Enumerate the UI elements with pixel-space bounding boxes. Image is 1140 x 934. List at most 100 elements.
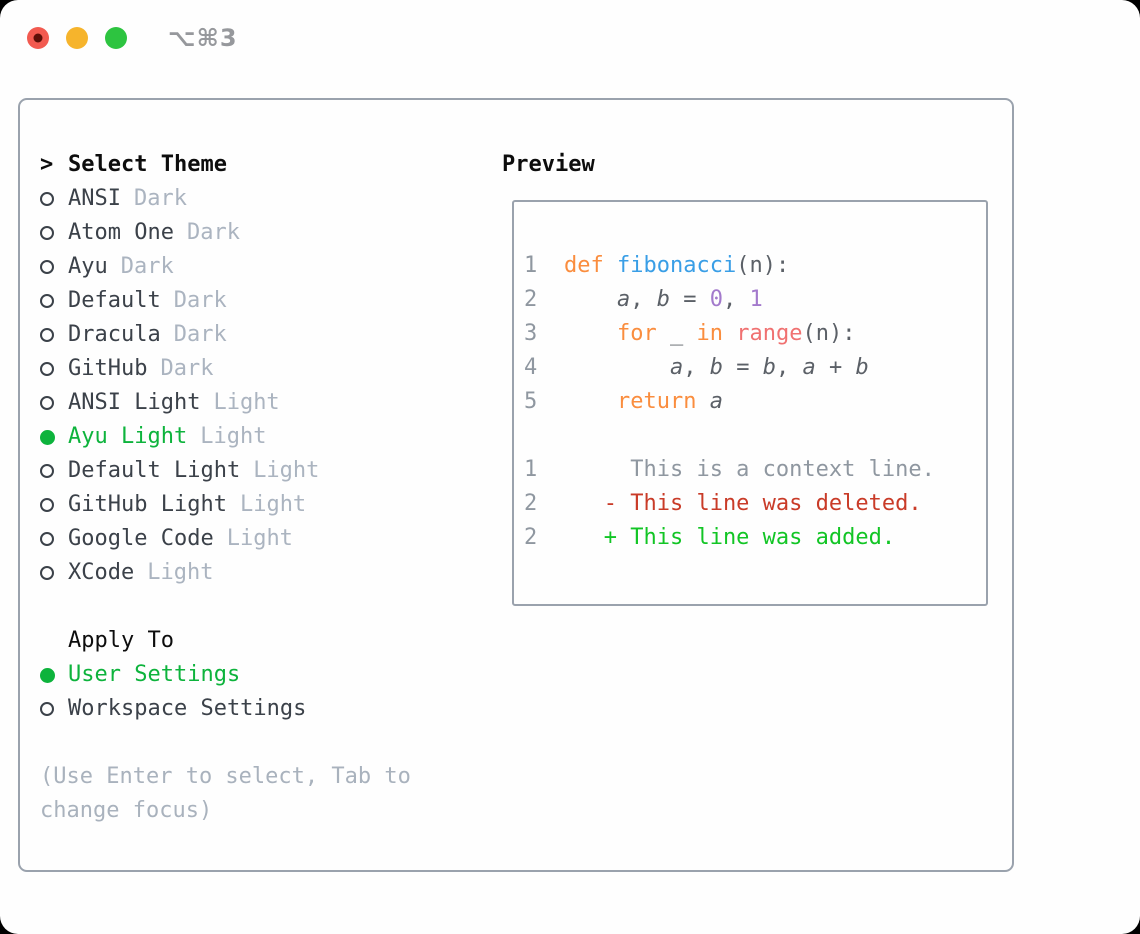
line-number: 5 (524, 389, 538, 414)
diff-preview: 1 This is a context line.2 - This line w… (524, 453, 986, 555)
theme-name: Ayu (68, 254, 108, 279)
theme-variant-tag: Light (226, 526, 293, 551)
theme-variant-tag: Light (213, 390, 280, 415)
line-text: - This line was deleted. (564, 491, 922, 516)
theme-variant-tag: Light (200, 424, 267, 449)
line-text: return a (616, 389, 723, 414)
radio-icon (40, 702, 54, 716)
theme-variant-tag: Dark (160, 356, 214, 381)
theme-option-default-light[interactable]: Default Light Light (40, 454, 502, 488)
theme-variant-tag: Dark (133, 186, 187, 211)
theme-name: Google Code (68, 526, 214, 551)
code-line: 4 a, b = b, a + b (524, 351, 986, 385)
theme-name: ANSI (68, 186, 121, 211)
theme-option-ayu-light[interactable]: Ayu Light Light (40, 420, 502, 454)
line-number: 4 (524, 355, 538, 380)
radio-icon (40, 566, 54, 580)
diff-line: 1 This is a context line. (524, 453, 986, 487)
apply-option-user-settings[interactable]: User Settings (40, 658, 502, 692)
code-line: 3 for _ in range(n): (524, 317, 986, 351)
theme-variant-tag: Light (253, 458, 320, 483)
code-line: 2 a, b = 0, 1 (524, 283, 986, 317)
radio-icon (40, 226, 54, 240)
radio-icon (40, 464, 54, 478)
theme-option-ansi[interactable]: ANSI Dark (40, 182, 502, 216)
line-text: This is a context line. (564, 457, 935, 482)
select-theme-header-row: > Select Theme (40, 148, 502, 182)
theme-option-github-light[interactable]: GitHub Light Light (40, 488, 502, 522)
radio-icon (40, 260, 54, 274)
theme-option-google-code[interactable]: Google Code Light (40, 522, 502, 556)
code-line: 1 def fibonacci(n): (524, 249, 986, 283)
line-text: for _ in range(n): (616, 321, 856, 346)
line-number: 2 (524, 287, 538, 312)
code-line: 5 return a (524, 385, 986, 419)
apply-option-label: User Settings (68, 662, 241, 687)
line-number: 1 (524, 457, 538, 482)
radio-icon (40, 532, 54, 546)
apply-option-workspace-settings[interactable]: Workspace Settings (40, 692, 502, 726)
close-window-icon[interactable] (27, 27, 49, 49)
line-number: 3 (524, 321, 538, 346)
radio-icon (40, 498, 54, 512)
minimize-window-icon[interactable] (66, 27, 88, 49)
prompt-icon: > (40, 152, 54, 177)
line-number: 1 (524, 253, 538, 278)
radio-icon (40, 396, 54, 410)
radio-icon (40, 362, 54, 376)
theme-option-default[interactable]: Default Dark (40, 284, 502, 318)
diff-line: 2 + This line was added. (524, 521, 986, 555)
theme-name: GitHub Light (68, 492, 227, 517)
theme-variant-tag: Dark (173, 322, 227, 347)
theme-name: Default (68, 288, 161, 313)
spacer (524, 419, 986, 453)
title-bar: ⌥⌘3 (0, 0, 1140, 98)
apply-option-label: Workspace Settings (68, 696, 307, 721)
theme-option-dracula[interactable]: Dracula Dark (40, 318, 502, 352)
hint-text: (Use Enter to select, Tab to change focu… (40, 764, 411, 823)
theme-option-ayu[interactable]: Ayu Dark (40, 250, 502, 284)
apply-to-header-row: Apply To (40, 624, 502, 658)
radio-icon (40, 294, 54, 308)
zoom-window-icon[interactable] (105, 27, 127, 49)
theme-name: XCode (68, 560, 135, 585)
theme-option-ansi-light[interactable]: ANSI Light Light (40, 386, 502, 420)
select-theme-header: Select Theme (68, 152, 227, 177)
line-text: + This line was added. (564, 525, 896, 550)
theme-name: GitHub (68, 356, 148, 381)
theme-variant-tag: Light (147, 560, 214, 585)
theme-option-github[interactable]: GitHub Dark (40, 352, 502, 386)
radio-icon (40, 429, 55, 445)
theme-name: Default Light (68, 458, 241, 483)
preview-header: Preview (502, 152, 595, 177)
diff-line: 2 - This line was deleted. (524, 487, 986, 521)
theme-variant-tag: Dark (173, 288, 227, 313)
theme-option-xcode[interactable]: XCode Light (40, 556, 502, 590)
radio-icon (40, 328, 54, 342)
line-text: def fibonacci(n): (564, 253, 790, 278)
keyboard-shortcut-label: ⌥⌘3 (168, 24, 238, 52)
theme-variant-tag: Dark (120, 254, 174, 279)
line-text: a, b = b, a + b (669, 355, 869, 380)
theme-name: Ayu Light (68, 424, 188, 449)
apply-to-header: Apply To (68, 628, 174, 653)
theme-option-atom-one[interactable]: Atom One Dark (40, 216, 502, 250)
spacer (40, 590, 502, 624)
theme-name: ANSI Light (68, 390, 201, 415)
window-controls (27, 27, 127, 49)
theme-name: Atom One (68, 220, 174, 245)
theme-variant-tag: Dark (186, 220, 240, 245)
radio-icon (40, 667, 55, 683)
line-text: a, b = 0, 1 (616, 287, 763, 312)
theme-name: Dracula (68, 322, 161, 347)
radio-icon (40, 192, 54, 206)
theme-variant-tag: Light (239, 492, 307, 517)
